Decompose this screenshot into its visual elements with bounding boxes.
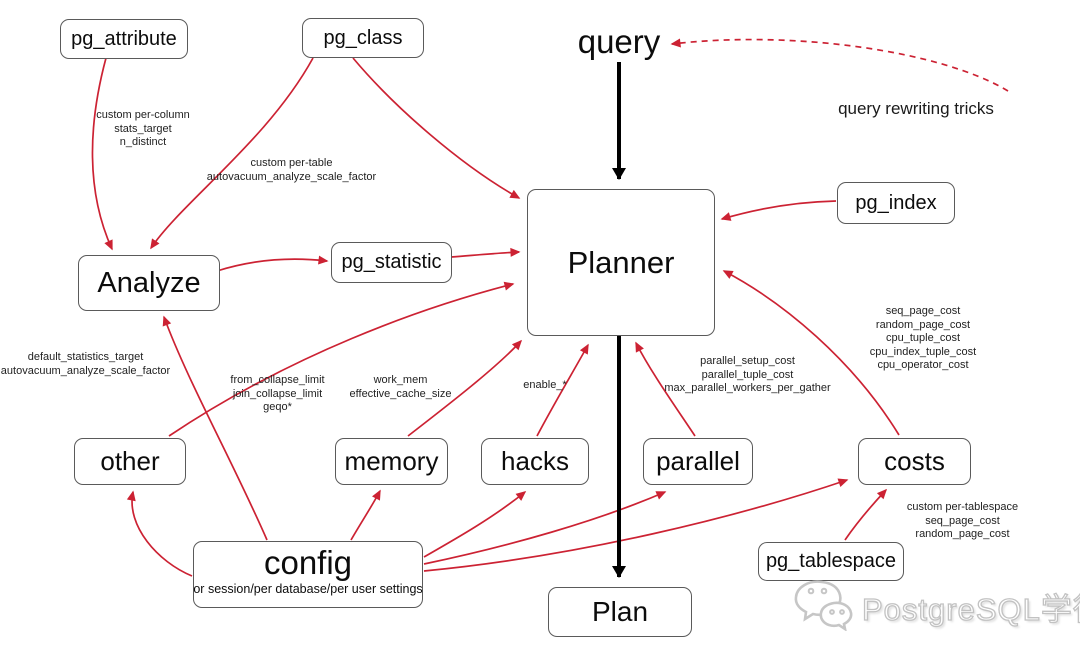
- edge-pg-attribute-to-analyze: [91, 57, 113, 251]
- node-query: query: [577, 23, 661, 60]
- node-analyze: Analyze: [78, 255, 220, 311]
- edge-config-to-analyze: [162, 315, 268, 541]
- edge-rewriting-to-query: [670, 38, 1009, 92]
- edge-config-to-memory: [350, 489, 381, 541]
- edge-analyze-to-pg-statistic: [216, 255, 329, 272]
- node-parallel: parallel: [643, 438, 753, 485]
- edge-pg-class-to-analyze: [150, 57, 314, 250]
- edge-memory-to-planner: [407, 339, 523, 437]
- node-planner: Planner: [527, 189, 715, 336]
- node-hacks: hacks: [481, 438, 589, 485]
- node-pg-statistic: pg_statistic: [331, 242, 452, 283]
- edge-parallel-to-planner: [635, 341, 696, 437]
- edge-label-enable: enable_*: [523, 379, 567, 391]
- edge-label-per-table-autovacuum: custom per-table autovacuum_analyze_scal…: [206, 157, 377, 183]
- edge-pg-class-to-planner: [352, 57, 521, 199]
- edge-pg-index-to-planner: [720, 200, 837, 221]
- node-plan: Plan: [548, 587, 692, 637]
- config-sublabel: or session/per database/per user setting…: [193, 582, 423, 596]
- edge-config-to-parallel: [423, 491, 667, 565]
- node-pg-attribute: pg_attribute: [60, 19, 188, 59]
- edge-label-work-mem: work_mem effective_cache_size: [349, 374, 452, 400]
- watermark-text: PostgreSQL学徒: [861, 591, 1080, 627]
- edge-label-default-statistics: default_statistics_target autovacuum_ana…: [0, 351, 171, 377]
- edge-config-to-hacks: [423, 491, 527, 558]
- edge-costs-to-planner: [722, 270, 900, 436]
- config-label: config: [263, 544, 353, 581]
- node-pg-index: pg_index: [837, 182, 955, 224]
- edge-pg-tablespace-to-costs: [844, 488, 888, 541]
- edge-hacks-to-planner: [536, 343, 589, 437]
- edge-label-cost-gucs: seq_page_cost random_page_cost cpu_tuple…: [869, 305, 977, 371]
- edge-label-parallel-gucs: parallel_setup_cost parallel_tuple_cost …: [664, 355, 831, 394]
- watermark: PostgreSQL学徒: [786, 577, 1080, 636]
- edge-label-per-tablespace: custom per-tablespace seq_page_cost rand…: [906, 501, 1019, 540]
- edge-other-to-planner: [168, 281, 515, 437]
- edge-label-per-column-stats: custom per-column stats_target n_distinc…: [96, 109, 190, 148]
- edge-label-collapse-limits: from_collapse_limit join_collapse_limit …: [230, 374, 325, 413]
- edge-config-to-other: [126, 490, 193, 577]
- wechat-logo-icon: [786, 577, 858, 636]
- node-pg-class: pg_class: [302, 18, 424, 58]
- edge-label-query-rewriting-tricks: query rewriting tricks: [838, 99, 994, 118]
- node-costs: costs: [858, 438, 971, 485]
- node-pg-tablespace: pg_tablespace: [758, 542, 904, 581]
- edge-config-to-costs: [423, 478, 849, 572]
- node-other: other: [74, 438, 186, 485]
- edge-pg-statistic-to-planner: [450, 247, 521, 258]
- node-config: config or session/per database/per user …: [193, 541, 423, 608]
- node-memory: memory: [335, 438, 448, 485]
